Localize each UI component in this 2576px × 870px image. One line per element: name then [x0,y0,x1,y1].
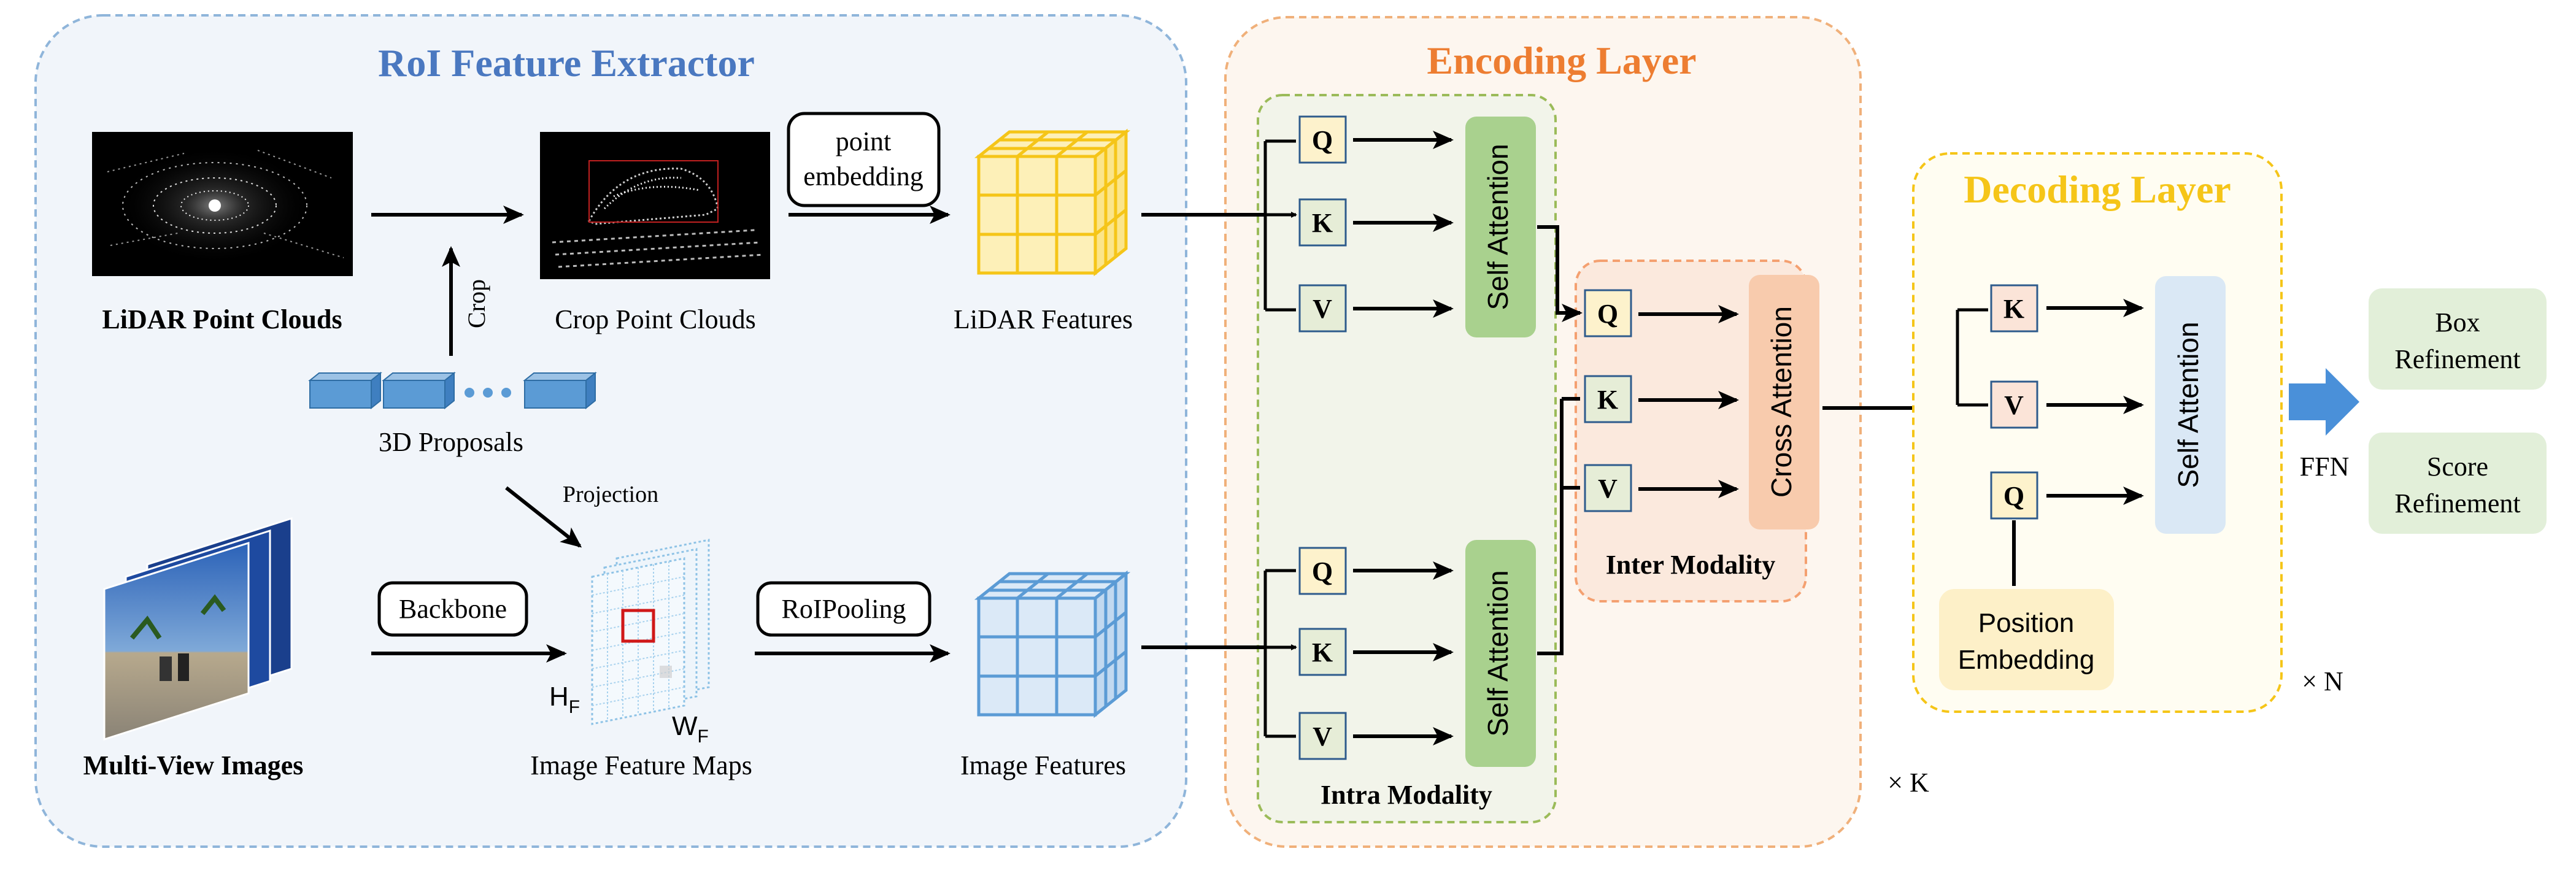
decoder-self-attention-block [2155,276,2226,534]
cross-attention-block [1749,275,1819,529]
dec-q-label: Q [2003,481,2024,511]
roi-feature-extractor-panel: RoI Feature Extractor LiDAR Point Clouds… [34,14,1187,848]
enc-image-k-box [1298,628,1347,676]
score-refinement-label-2: Refinement [2394,488,2520,518]
backbone-label: Backbone [399,594,507,624]
encoding-layer-panel: Encoding Layer Intra Modality Q K V Self… [1141,16,1929,848]
position-embedding-box [1939,589,2114,690]
decoding-layer-panel: Decoding Layer K V Q Self Attention Posi… [1912,152,2343,713]
inter-modality-box [1575,260,1807,602]
enc-lidar-k-box [1298,198,1347,247]
projection-label: Projection [563,482,658,507]
position-embedding-label-1: Position [1978,608,2075,638]
decoding-repeat-label: × N [2302,666,2343,696]
wf-label: WF [672,711,709,747]
box-refinement-box [2369,288,2547,390]
score-refinement-box [2369,433,2547,534]
feature-maps-label: Image Feature Maps [530,750,752,780]
enc-cross-k-label: K [1597,385,1618,415]
lidar-to-q-connector [1537,225,1583,322]
ffn-label: FFN [2300,452,2350,482]
dec-q-box [1990,471,2038,520]
enc-lidar-q-label: Q [1312,125,1333,155]
box-refinement-label-1: Box [2435,307,2480,337]
crop-label: Crop [463,279,490,328]
dec-k-box [1990,284,2038,333]
intra-modality-label: Intra Modality [1321,780,1492,810]
roi-title: RoI Feature Extractor [378,41,755,85]
enc-cross-q-label: Q [1597,299,1618,329]
lidar-feature-cube [974,128,1131,277]
enc-image-k-label: K [1312,637,1333,668]
point-embedding-label-2: embedding [803,161,924,191]
lidar-pointcloud-image [92,132,353,276]
enc-lidar-v-label: V [1313,294,1332,324]
proposals-label: 3D Proposals [379,427,523,457]
enc-lidar-v-box [1298,284,1347,333]
image-features-label: Image Features [960,750,1126,780]
cross-attention-label: Cross Attention [1765,306,1797,498]
dec-v-box [1990,380,2038,429]
multiview-label: Multi-View Images [83,750,304,780]
inter-modality-label: Inter Modality [1606,550,1776,580]
image-self-attention-label: Self Attention [1482,570,1514,736]
roipooling-label: RoIPooling [782,594,906,624]
lidar-features-label: LiDAR Features [954,304,1133,334]
decoder-self-attention-label: Self Attention [2172,321,2204,488]
backbone-box [377,581,528,637]
projection-arrow [505,486,582,548]
point-embedding-label-1: point [836,126,891,156]
image-to-kv-connector [1537,399,1564,655]
box-refinement-label-2: Refinement [2394,344,2520,374]
image-feature-cube [974,570,1131,718]
enc-image-v-box [1298,712,1347,760]
feature-map-grid [591,539,710,725]
enc-cross-v-box [1584,464,1632,512]
enc-cross-q-box [1584,289,1632,337]
enc-image-q-box [1298,547,1347,595]
enc-lidar-q-box [1298,115,1347,164]
position-embedding-label-2: Embedding [1958,645,2095,675]
crop-pc-label: Crop Point Clouds [555,304,756,334]
lidar-pc-label: LiDAR Point Clouds [102,304,342,334]
point-embedding-box [787,112,941,207]
proposal-box-icon [308,371,597,410]
crop-pointcloud-image [540,132,770,279]
image-self-attention-block [1465,540,1536,767]
encoding-repeat-label: × K [1888,768,1929,798]
score-refinement-label-1: Score [2427,452,2488,482]
enc-cross-v-label: V [1598,474,1618,504]
lidar-self-attention-block [1465,117,1536,337]
dec-k-label: K [2003,294,2024,324]
enc-cross-k-box [1584,375,1632,423]
encoding-title: Encoding Layer [1427,39,1696,82]
enc-lidar-k-label: K [1312,208,1333,238]
camera-image-stack [103,517,293,741]
decoding-title: Decoding Layer [1964,167,2231,211]
dec-v-label: V [2004,390,2024,420]
hf-label: HF [549,682,580,717]
lidar-self-attention-label: Self Attention [1482,144,1514,310]
roipooling-box [756,581,931,637]
enc-image-q-label: Q [1312,556,1333,587]
enc-image-v-label: V [1313,722,1332,752]
ffn-arrow [2289,368,2359,436]
output-section: FFN Box Refinement Score Refinement [2289,288,2547,534]
